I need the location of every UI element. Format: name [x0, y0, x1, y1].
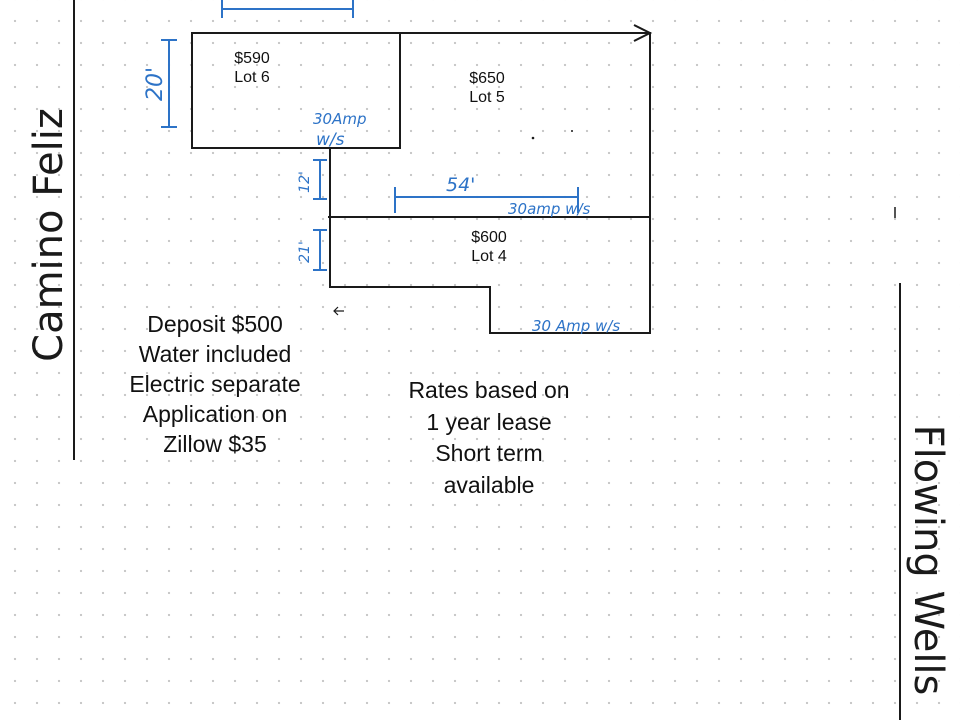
upper-gap-dimension: [313, 159, 327, 200]
note-line: Electric separate: [129, 371, 301, 397]
small-arrow: [333, 306, 344, 316]
lot6-amp-label: 30Amp: [313, 110, 366, 128]
note-line: available: [443, 471, 535, 498]
lot5-length-dimension: [394, 187, 579, 213]
note-line: 1 year lease: [426, 408, 552, 435]
deposit-notes: Deposit $500 Water included Electric sep…: [104, 309, 326, 459]
lot4-amp-label: 30 Amp w/s: [532, 317, 620, 335]
street-label-right: Flowing Wells: [905, 425, 951, 696]
lot5-label: $650 Lot 5: [457, 69, 517, 107]
note-line: Water included: [138, 341, 292, 367]
lot6-ws-label: w/s: [316, 130, 345, 150]
lot5-length-label: 54': [446, 174, 475, 196]
lower-gap-dimension: [313, 229, 327, 271]
upper-gap-label: 12': [297, 171, 313, 193]
street-label-left: Camino Feliz: [26, 108, 72, 362]
lot6-price: $590: [234, 50, 270, 67]
top-arrow-head: [633, 24, 653, 42]
lot4-name: Lot 4: [471, 248, 507, 265]
lot6-label: $590 Lot 6: [222, 49, 282, 87]
speck: [531, 136, 535, 140]
lot4-label: $600 Lot 4: [459, 228, 519, 266]
lot6-name: Lot 6: [234, 69, 270, 86]
lot4-price: $600: [471, 229, 507, 246]
note-line: Application on: [142, 401, 288, 427]
lot6-width-label: 20': [143, 67, 168, 101]
lower-gap-label: 21': [297, 241, 313, 263]
lot5-price: $650: [469, 70, 505, 87]
lot5-amp-label: 30amp w/s: [508, 200, 591, 218]
lease-notes: Rates based on 1 year lease Short term a…: [384, 375, 594, 501]
top-dimension-mark: [221, 0, 354, 18]
lot6-width-dimension: [161, 39, 177, 128]
lot5-name: Lot 5: [469, 89, 505, 106]
speck: [571, 130, 573, 132]
note-line: Rates based on: [408, 377, 570, 403]
note-line: Zillow $35: [163, 431, 267, 457]
note-line: Deposit $500: [147, 311, 283, 337]
note-line: Short term: [435, 440, 543, 466]
